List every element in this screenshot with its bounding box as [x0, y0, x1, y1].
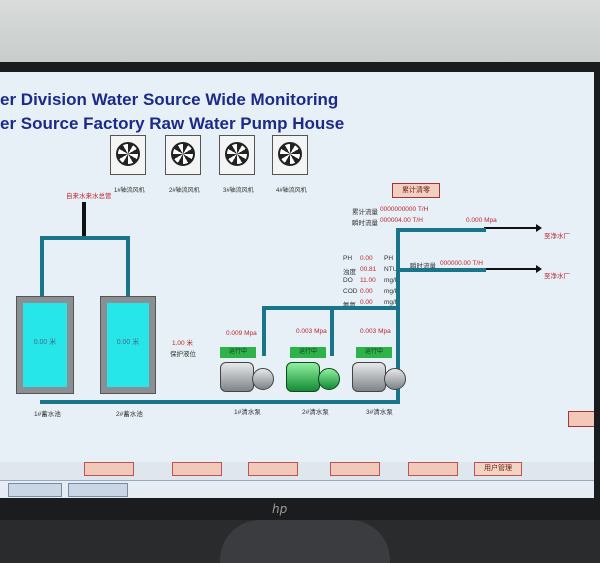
windows-taskbar	[0, 480, 594, 498]
taskbar-app-2[interactable]	[68, 483, 128, 497]
pipe	[262, 306, 266, 356]
instant-flow-label: 瞬时流量	[352, 220, 378, 227]
tank-2-level: 0.00 米	[116, 339, 140, 346]
nav-button-2[interactable]	[172, 462, 222, 476]
inlet-label: 自来水来水总管	[66, 193, 112, 200]
outlet-2-label: 至净水厂	[544, 273, 570, 280]
user-management-button[interactable]: 用户管理	[474, 462, 522, 476]
wall	[0, 0, 600, 70]
pipe	[396, 228, 486, 232]
wq-label: PH	[343, 255, 353, 262]
pipe	[40, 400, 400, 404]
tank-1-label: 1#蓄水池	[34, 411, 61, 418]
nav-button-1[interactable]	[84, 462, 134, 476]
fan-3-icon[interactable]	[219, 135, 255, 175]
pipe	[40, 236, 44, 296]
fan-3-label: 3#轴流风机	[223, 188, 254, 194]
cumulative-flow-value: 0000000000 T/H	[380, 206, 429, 213]
instant-flow-2-label: 瞬时流量	[410, 263, 436, 270]
protect-level-label: 保护液位	[170, 351, 196, 358]
page-title: er Division Water Source Wide Monitoring	[0, 90, 339, 109]
fan-2-icon[interactable]	[165, 135, 201, 175]
wq-label: COD	[343, 288, 358, 295]
scada-screen: er Division Water Source Wide Monitoring…	[0, 72, 594, 498]
wq-unit: mg/L	[384, 288, 399, 295]
wq-unit: mg/L	[384, 299, 399, 306]
wq-unit: NTU	[384, 266, 398, 273]
pump-2-icon[interactable]	[286, 362, 342, 392]
wq-value: 0.00	[360, 255, 373, 262]
pump-2-label: 2#清水泵	[302, 409, 329, 416]
protect-level-value: 1.00 米	[172, 340, 193, 347]
pipe	[396, 228, 400, 404]
wq-label: DO	[343, 277, 353, 284]
wq-label: 氨氮	[343, 299, 356, 309]
pipe	[40, 236, 130, 240]
alarm-button[interactable]	[568, 411, 594, 427]
pump-3-label: 3#清水泵	[366, 409, 393, 416]
pump-3-pressure: 0.003 Mpa	[360, 328, 391, 335]
accumulate-reset-button[interactable]: 累计清零	[392, 183, 440, 198]
pump-2-status[interactable]: 运行中	[290, 347, 326, 358]
hp-logo: hp	[272, 502, 288, 516]
tank-2-label: 2#蓄水池	[116, 411, 143, 418]
outlet-pressure-1: 0.000 Mpa	[466, 217, 497, 224]
fan-4-label: 4#轴流风机	[276, 188, 307, 194]
wq-label: 浊度	[343, 269, 356, 276]
outlet-1-label: 至净水厂	[544, 233, 570, 240]
tank-1-level: 0.00 米	[33, 339, 57, 346]
inlet-arrow	[82, 202, 86, 236]
pump-2-pressure: 0.003 Mpa	[296, 328, 327, 335]
fan-2-label: 2#轴流风机	[169, 188, 200, 194]
pump-3-status[interactable]: 运行中	[356, 347, 392, 358]
pipe	[330, 306, 334, 356]
outlet-2-arrow	[484, 265, 542, 273]
fan-1-label: 1#轴流风机	[114, 188, 145, 194]
wq-value: 00.81	[360, 266, 377, 273]
cumulative-flow-label: 累计流量	[352, 209, 378, 216]
tank-1[interactable]: 0.00 米	[16, 296, 74, 394]
outlet-1-arrow	[484, 224, 542, 232]
pump-1-pressure: 0.009 Mpa	[226, 330, 257, 337]
wq-value: 0.00	[360, 288, 373, 295]
tank-2[interactable]: 0.00 米	[100, 296, 156, 394]
wq-value: 11.00	[360, 277, 376, 284]
pump-1-label: 1#清水泵	[234, 409, 261, 416]
wq-value: 0.00	[360, 299, 373, 306]
pump-3-icon[interactable]	[352, 362, 408, 392]
pump-1-status[interactable]: 运行中	[220, 347, 256, 358]
nav-button-3[interactable]	[248, 462, 298, 476]
instant-flow-value: 000004.00 T/H	[380, 217, 423, 224]
wq-unit: PH	[384, 255, 394, 262]
pump-1-icon[interactable]	[220, 362, 276, 392]
nav-button-4[interactable]	[330, 462, 380, 476]
pipe	[126, 236, 130, 296]
wq-unit: mg/L	[384, 277, 399, 284]
nav-button-5[interactable]	[408, 462, 458, 476]
fan-1-icon[interactable]	[110, 135, 146, 175]
fan-4-icon[interactable]	[272, 135, 308, 175]
pipe	[396, 268, 486, 272]
page-subtitle: er Source Factory Raw Water Pump House	[0, 114, 345, 133]
taskbar-app-1[interactable]	[8, 483, 62, 497]
monitor-stand	[220, 520, 390, 563]
instant-flow-2-value: 000000.00 T/H	[440, 260, 483, 267]
